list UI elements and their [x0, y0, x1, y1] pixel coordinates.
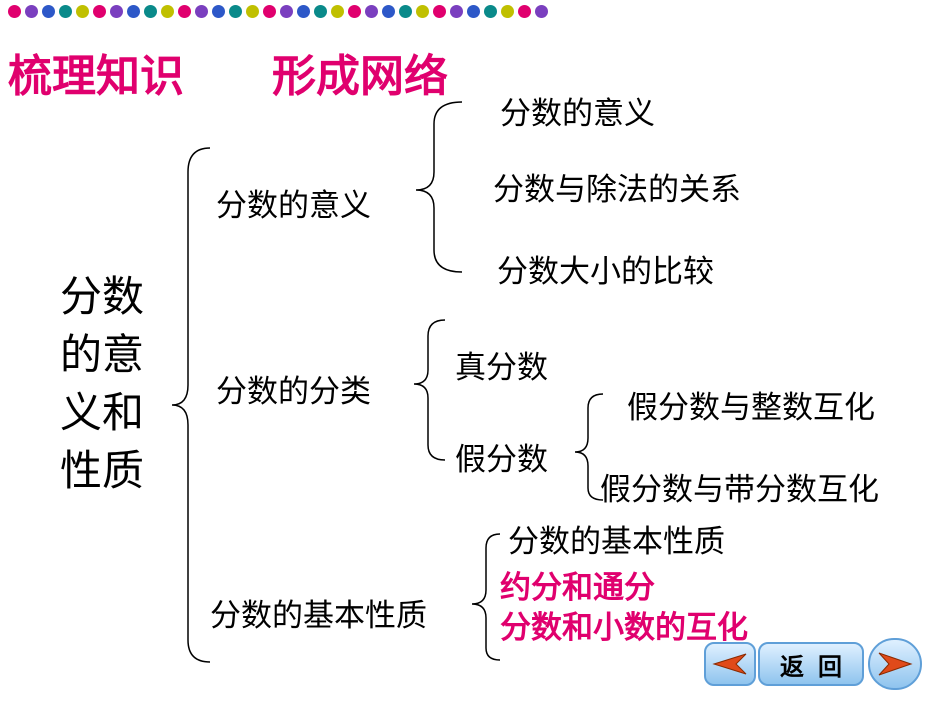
- decorative-dot: [161, 5, 174, 18]
- decorative-dot: [399, 5, 412, 18]
- decorative-dot: [59, 5, 72, 18]
- improper-fraction: 假分数: [455, 442, 548, 478]
- root-brace: [171, 147, 211, 663]
- meaning-brace: [415, 101, 463, 273]
- decorative-dot: [331, 5, 344, 18]
- decorative-dot: [144, 5, 157, 18]
- title-right: 形成网络: [272, 51, 448, 102]
- decorative-dot: [42, 5, 55, 18]
- meaning-item-2: 分数与除法的关系: [493, 172, 741, 208]
- decorative-dot: [280, 5, 293, 18]
- decorative-dot: [433, 5, 446, 18]
- decorative-dot: [365, 5, 378, 18]
- decorative-dot-border: [8, 5, 548, 19]
- decorative-dot: [382, 5, 395, 18]
- decorative-dot: [535, 5, 548, 18]
- decorative-dot: [348, 5, 361, 18]
- improper-brace: [574, 393, 604, 501]
- decorative-dot: [25, 5, 38, 18]
- property-item-1: 分数的基本性质: [508, 524, 725, 560]
- branch-basic-property: 分数的基本性质: [210, 598, 427, 634]
- decorative-dot: [314, 5, 327, 18]
- decorative-dot: [263, 5, 276, 18]
- meaning-item-3: 分数大小的比较: [497, 254, 714, 290]
- decorative-dot: [178, 5, 191, 18]
- decorative-dot: [212, 5, 225, 18]
- left-arrow-icon: [712, 653, 747, 675]
- branch-classification: 分数的分类: [216, 374, 371, 410]
- right-arrow-icon: [878, 652, 913, 676]
- property-brace: [471, 533, 501, 661]
- return-button[interactable]: 返回: [758, 642, 864, 686]
- next-arrow-button[interactable]: [868, 638, 922, 690]
- decorative-dot: [76, 5, 89, 18]
- decorative-dot: [450, 5, 463, 18]
- decorative-dot: [501, 5, 514, 18]
- classification-brace: [413, 319, 446, 461]
- proper-fraction: 真分数: [455, 350, 548, 386]
- branch-meaning: 分数的意义: [216, 188, 371, 224]
- decorative-dot: [246, 5, 259, 18]
- back-arrow-button[interactable]: [704, 642, 756, 686]
- meaning-item-1: 分数的意义: [500, 96, 655, 132]
- property-item-2: 约分和通分: [500, 570, 655, 606]
- decorative-dot: [467, 5, 480, 18]
- improper-item-1: 假分数与整数互化: [627, 390, 875, 426]
- decorative-dot: [93, 5, 106, 18]
- decorative-dot: [110, 5, 123, 18]
- decorative-dot: [195, 5, 208, 18]
- property-item-3: 分数和小数的互化: [500, 610, 748, 646]
- decorative-dot: [229, 5, 242, 18]
- decorative-dot: [127, 5, 140, 18]
- decorative-dot: [8, 5, 21, 18]
- decorative-dot: [484, 5, 497, 18]
- decorative-dot: [416, 5, 429, 18]
- title-left: 梳理知识: [8, 51, 184, 102]
- decorative-dot: [518, 5, 531, 18]
- root-node: 分数的意义和性质: [60, 272, 145, 495]
- improper-item-2: 假分数与带分数互化: [600, 472, 879, 508]
- decorative-dot: [297, 5, 310, 18]
